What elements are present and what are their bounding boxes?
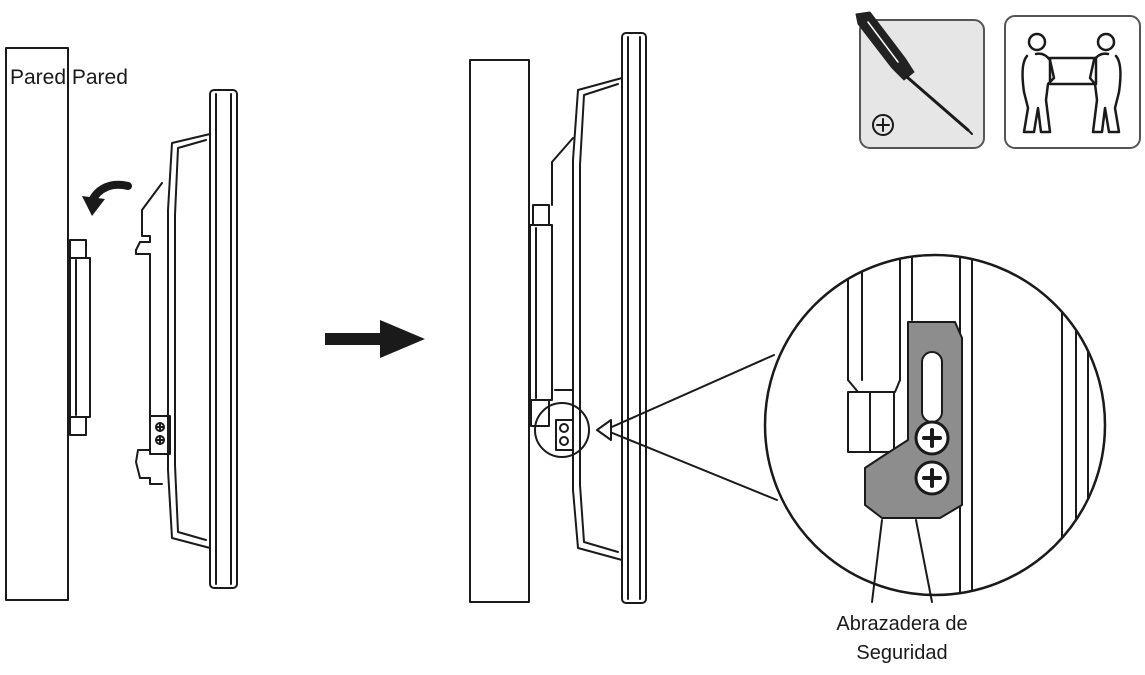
wall-right [469, 59, 530, 603]
wall-bracket-right [529, 204, 553, 427]
detail-magnifier [763, 253, 1107, 603]
security-clamp-label-line1: Abrazadera de [836, 613, 968, 635]
display-hanger-left [135, 182, 171, 485]
next-step-arrow-icon [325, 320, 425, 358]
step-after-hanging [469, 32, 647, 604]
two-person-lift-icon [1004, 15, 1141, 149]
clamp-leader-line [871, 519, 883, 603]
rotate-arrow-icon [82, 180, 132, 216]
clamp-leader-line [915, 519, 933, 603]
wall-left [5, 47, 69, 601]
screw-bottom [914, 460, 950, 496]
display-hanger-right [551, 137, 574, 451]
security-clamp-label-line2: Seguridad [856, 642, 948, 664]
security-clamp-label: Abrazadera de Seguridad [812, 610, 992, 668]
wall-bracket-left [69, 239, 91, 436]
detail-focus-circle [534, 402, 590, 458]
display-side-left [167, 89, 238, 589]
wall-label: Pared Pared [10, 66, 128, 89]
detail-callout [596, 354, 778, 501]
display-side-right [572, 32, 647, 604]
screw-top [914, 420, 950, 456]
phillips-screwdriver-icon [855, 11, 985, 149]
step-before-hanging [5, 47, 238, 601]
